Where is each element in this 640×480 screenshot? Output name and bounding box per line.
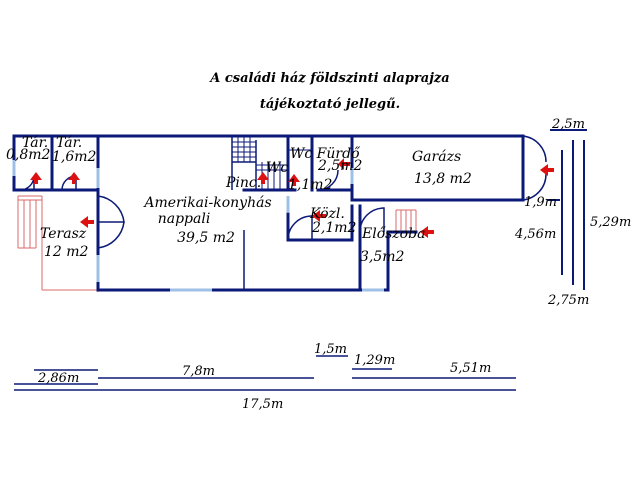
right-dimension-lines bbox=[548, 129, 587, 290]
dimension-1-5m: 1,5m bbox=[314, 342, 347, 357]
garage-name: Garázs bbox=[412, 149, 461, 165]
plan-title-line-2: tájékoztató jellegű. bbox=[260, 97, 400, 112]
dimension-5-51m: 5,51m bbox=[450, 361, 491, 376]
entrance-hall-name: Előszoba bbox=[361, 226, 425, 242]
dimension-1-9m: 1,9m bbox=[524, 195, 557, 210]
hallway-name: Közl. bbox=[309, 206, 345, 222]
hallway-area: 2,1m2 bbox=[311, 220, 357, 236]
bathroom-area: 2,5m2 bbox=[317, 158, 363, 174]
wc-small-label: Wc bbox=[266, 160, 288, 176]
dimension-5-29m: 5,29m bbox=[590, 215, 631, 230]
dimension-7-8m: 7,8m bbox=[182, 364, 215, 379]
door-swings bbox=[19, 135, 547, 249]
windows bbox=[12, 160, 384, 292]
entrance-hall-area: 3,5m2 bbox=[360, 249, 405, 265]
bottom-dimension-lines bbox=[14, 355, 516, 391]
staircase bbox=[232, 136, 312, 190]
dimension-2-75m: 2,75m bbox=[547, 293, 589, 308]
storage-1-area: 0,8m2 bbox=[6, 147, 51, 163]
plan-title-line-1: A családi ház földszinti alaprajza bbox=[208, 71, 449, 86]
living-room-area: 39,5 m2 bbox=[177, 230, 235, 246]
terrace-name: Terasz bbox=[40, 226, 87, 242]
terrace-railing bbox=[17, 195, 99, 292]
dimension-2-86m: 2,86m bbox=[37, 371, 79, 386]
storage-1-name: Tár. bbox=[22, 135, 48, 151]
dimension-4-56m: 4,56m bbox=[514, 227, 556, 242]
bathroom-name: Wc Fürdő bbox=[290, 146, 361, 162]
storage-2-name: Tár. bbox=[56, 135, 82, 151]
dimension-1-29m: 1,29m bbox=[354, 353, 395, 368]
dimension-2-5m: 2,5m bbox=[551, 117, 585, 132]
wc-area: 1,1m2 bbox=[288, 177, 333, 193]
storage-2-area: 1,6m2 bbox=[52, 149, 97, 165]
entrance-steps bbox=[395, 209, 417, 232]
dimension-17-5m: 17,5m bbox=[242, 397, 283, 412]
terrace-area: 12 m2 bbox=[44, 244, 89, 260]
living-room-name-1: Amerikai-konyhás bbox=[142, 195, 271, 211]
cellar-label: Pinc. bbox=[225, 175, 261, 191]
living-room-name-2: nappali bbox=[158, 211, 211, 227]
garage-area: 13,8 m2 bbox=[414, 171, 472, 187]
entry-arrows bbox=[30, 158, 554, 238]
